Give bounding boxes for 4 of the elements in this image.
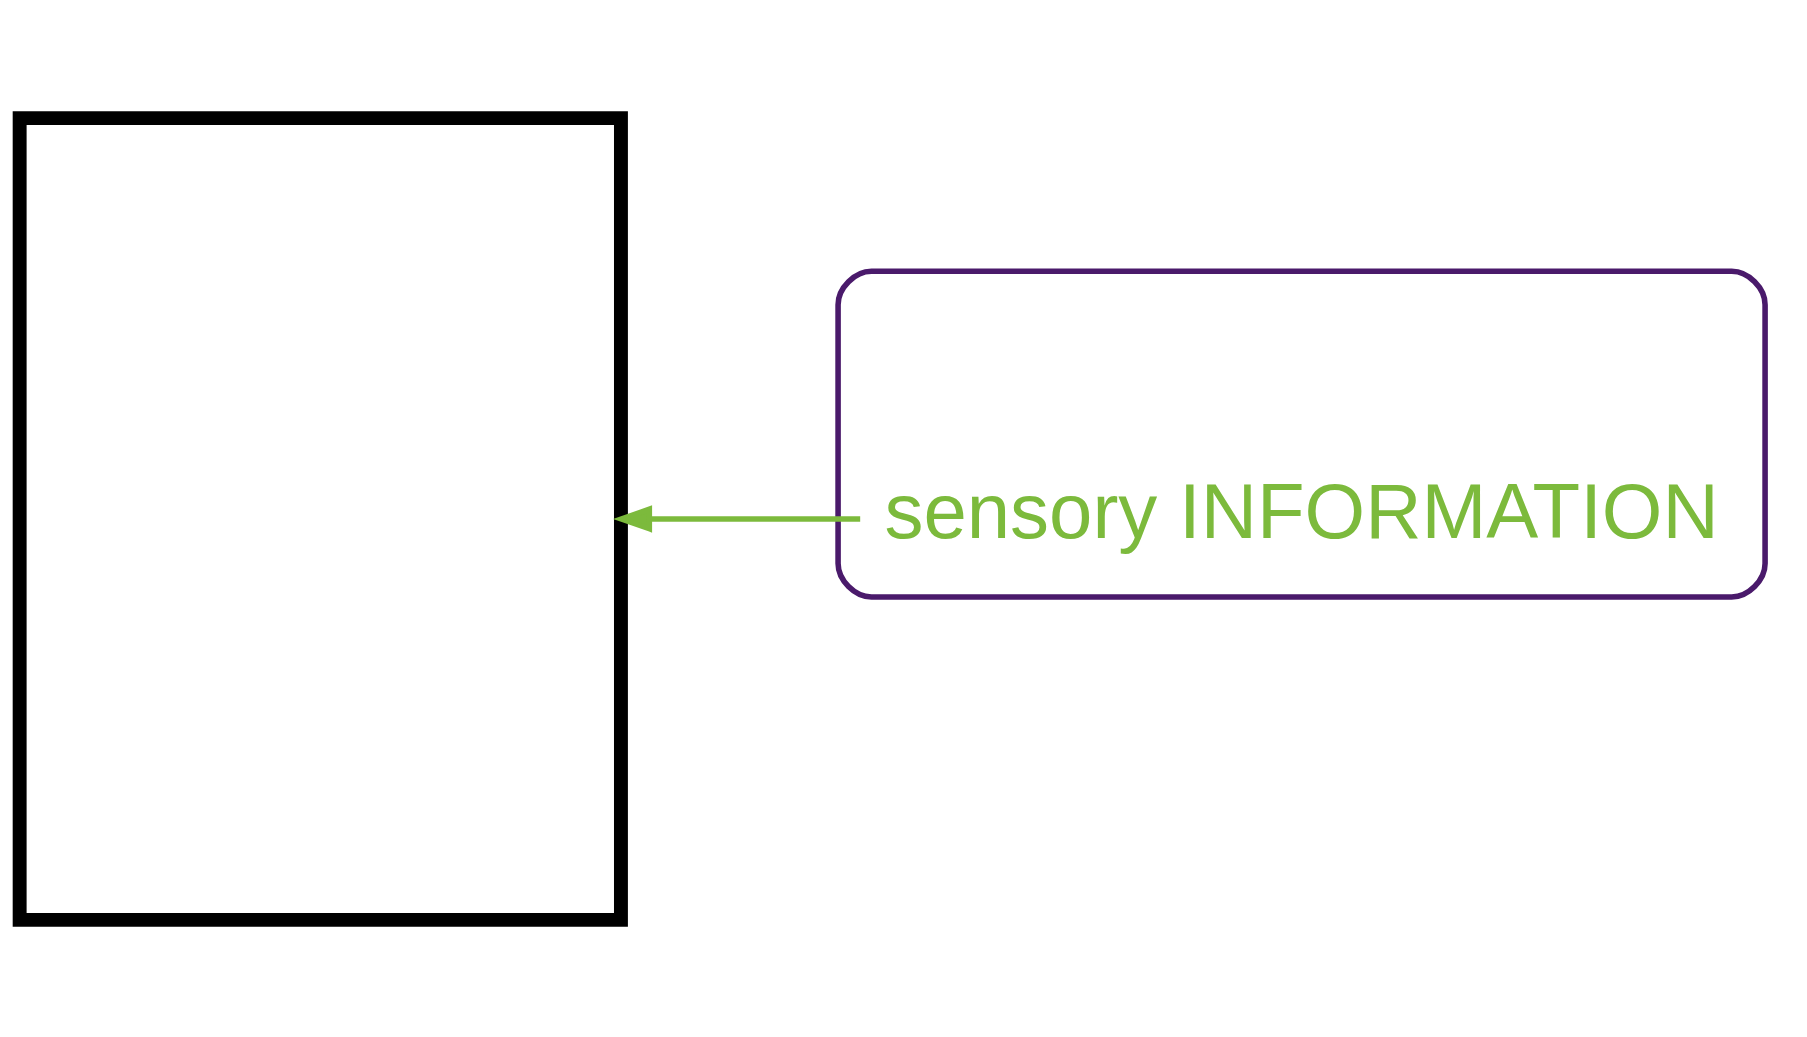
arrow (613, 504, 861, 533)
node-box (12, 110, 628, 927)
cluster (835, 267, 1768, 600)
node-text: sensory INFORMATION (884, 466, 1719, 555)
